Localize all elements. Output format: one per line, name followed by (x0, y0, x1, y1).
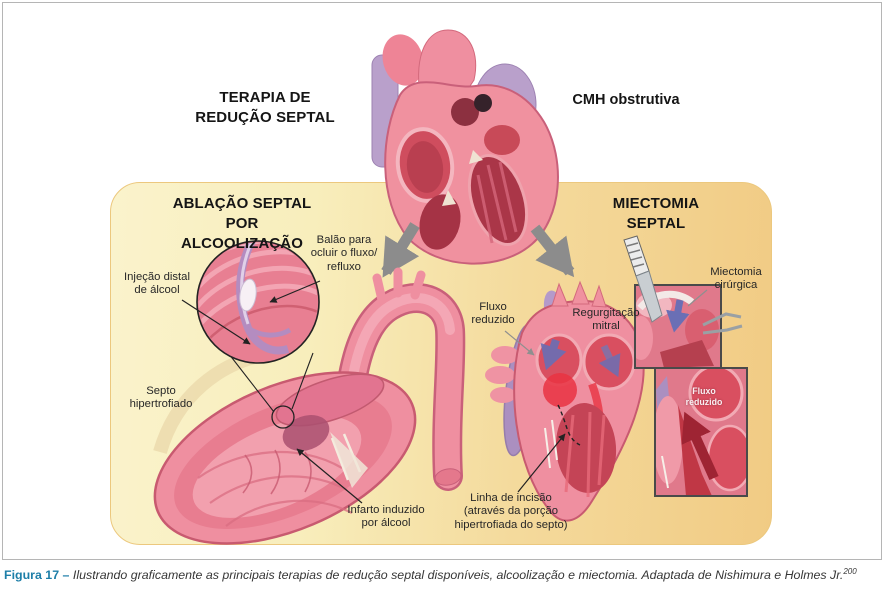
surgical-myectomy-label: Miectomia cirúrgica (710, 266, 762, 292)
obstructive-hcm-label: CMH obstrutiva (572, 92, 680, 108)
myectomy-illustration (485, 235, 748, 522)
inset-reduced-flow-label: Fluxo reduzido (685, 386, 723, 407)
figure-caption: Figura 17 – Ilustrando graficamente as p… (4, 567, 884, 582)
alcohol-ablation-illustration (153, 240, 466, 545)
heart-overview-illustration (371, 29, 559, 265)
caption-separator: – (62, 568, 70, 583)
pointer-arrows (381, 222, 575, 278)
reduced-flow-label: Fluxo reduzido (471, 301, 515, 327)
medical-illustration-artwork (153, 29, 748, 545)
distal-alcohol-injection-label: Injeção distal de álcool (124, 271, 190, 297)
caption-reference-number: 200 (843, 567, 857, 576)
label-leader-lines (181, 280, 566, 504)
septal-reduction-therapy-title: TERAPIA DE REDUÇÃO SEPTAL (195, 89, 335, 126)
caption-text: Ilustrando graficamente as principais te… (72, 568, 844, 583)
septal-myectomy-title: MIECTOMIA SEPTAL (612, 195, 700, 232)
incision-line-label: Linha de incisão (através da porção hipe… (454, 492, 568, 531)
alcohol-induced-infarct-label: Infarto induzido por álcool (347, 504, 425, 530)
mitral-regurgitation-label: Regurgitação mitral (572, 307, 640, 333)
occlusion-balloon-label: Balão para ocluir o fluxo/ refluxo (310, 234, 378, 273)
hypertrophied-septum-label: Septo hipertrofiado (129, 385, 193, 411)
figure-number: Figura 17 (4, 568, 60, 583)
alcohol-ablation-title: ABLAÇÃO SEPTAL POR ALCOOLIZAÇÃO (172, 195, 312, 252)
